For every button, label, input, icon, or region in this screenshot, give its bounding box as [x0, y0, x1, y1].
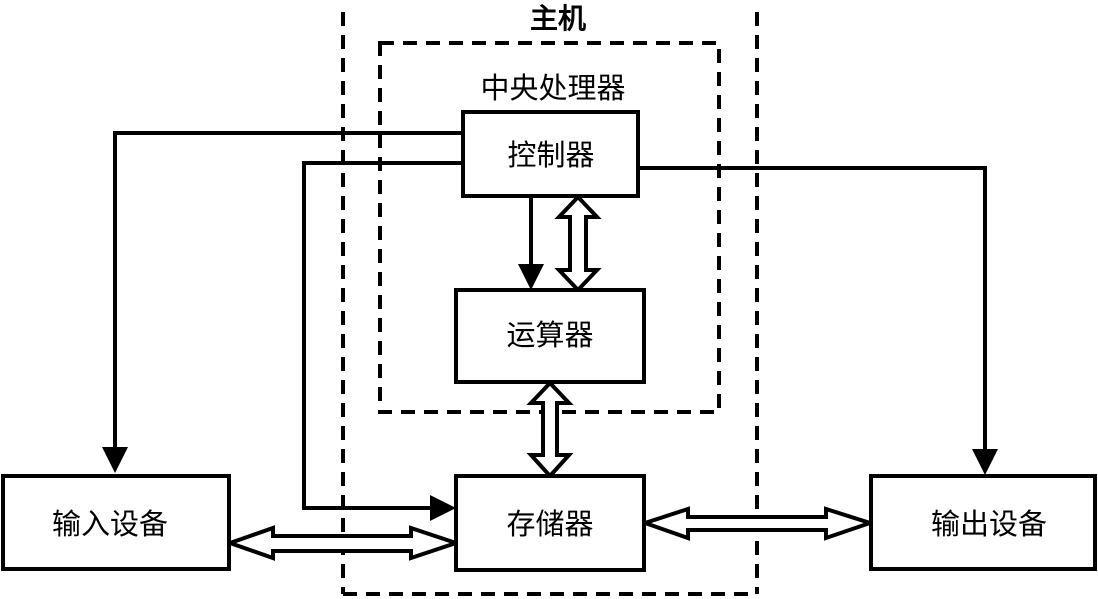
alu-label: 运算器 [506, 318, 593, 352]
control-line-memory [302, 161, 463, 510]
output-label: 输出设备 [931, 507, 1047, 541]
input-label: 输入设备 [52, 507, 168, 541]
arrowhead-input [102, 447, 128, 473]
node-controller: 控制器 [461, 110, 640, 198]
input-box [1, 474, 231, 571]
arrowhead-alu [518, 264, 544, 290]
control-line-output [638, 166, 987, 450]
control-lines [102, 131, 998, 521]
node-alu: 运算器 [454, 288, 646, 384]
memory-box [454, 474, 646, 572]
controller-label: 控制器 [507, 138, 594, 172]
node-input: 输入设备 [1, 474, 231, 571]
data-path-controller-alu [554, 194, 602, 293]
arrowhead-output [972, 449, 998, 475]
data-path-memory-output [638, 506, 877, 541]
controller-box [461, 110, 640, 198]
node-output: 输出设备 [869, 474, 1097, 571]
cpu-label: 中央处理器 [480, 71, 625, 105]
node-memory: 存储器 [454, 474, 646, 572]
memory-label: 存储器 [506, 507, 593, 541]
data-path-alu-memory [526, 380, 574, 479]
control-line-input [113, 131, 463, 448]
output-box [869, 474, 1097, 571]
host-label: 主机 [530, 2, 586, 35]
host-group: 主机 [341, 2, 759, 596]
alu-box [454, 288, 646, 384]
arrowhead-memory [430, 495, 456, 521]
